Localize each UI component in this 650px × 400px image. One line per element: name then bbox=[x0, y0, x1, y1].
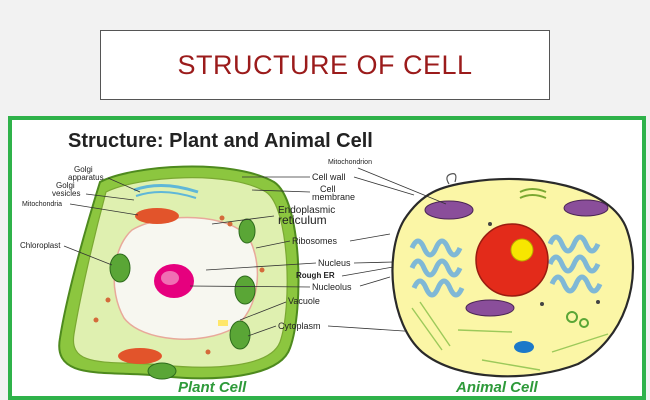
animal-mitochondrion-3 bbox=[465, 299, 515, 317]
animal-mitochondrion-2 bbox=[563, 199, 609, 217]
animal-centriole bbox=[566, 311, 578, 323]
plant-nucleolus bbox=[161, 271, 179, 285]
label-cell-membrane-2: membrane bbox=[312, 192, 355, 202]
label-cell-wall: Cell wall bbox=[312, 172, 346, 182]
animal-ribosome bbox=[596, 300, 600, 304]
plant-cell bbox=[58, 165, 300, 380]
animal-rough-er bbox=[409, 234, 603, 298]
plant-mitochondrion-2 bbox=[118, 348, 162, 364]
animal-mitochondrion-1 bbox=[424, 200, 474, 220]
animal-golgi bbox=[519, 188, 547, 199]
leader-er bbox=[211, 215, 275, 225]
label-er-2: reticulum bbox=[278, 213, 327, 227]
plant-chloroplast-4 bbox=[147, 362, 177, 380]
leader-vacuole bbox=[239, 301, 287, 321]
leader-ribosomes bbox=[255, 240, 291, 249]
plant-ribosome bbox=[227, 221, 233, 227]
label-golgi-apparatus-2: apparatus bbox=[68, 173, 104, 182]
cell-diagram-svg: Structure: Plant and Animal Cell bbox=[20, 130, 635, 396]
figure-heading: Structure: Plant and Animal Cell bbox=[68, 130, 373, 152]
leader-cell-membrane bbox=[251, 189, 311, 193]
animal-nucleus bbox=[475, 223, 549, 297]
label-er-1: Endoplasmic bbox=[278, 205, 335, 216]
title-box: STRUCTURE OF CELL bbox=[100, 30, 550, 100]
animal-vesicle-blue bbox=[514, 341, 534, 353]
leader-nucleus bbox=[205, 262, 317, 271]
animal-ribosome bbox=[488, 222, 492, 226]
plant-ribosome bbox=[259, 267, 265, 273]
leader-chloroplast bbox=[63, 245, 113, 266]
label-nucleolus: Nucleolus bbox=[312, 282, 352, 292]
label-golgi-apparatus-1: Golgi bbox=[74, 165, 93, 174]
leader-cytoplasm bbox=[247, 325, 277, 337]
plant-left-labels: Golgi apparatus Golgi vesicles Mitochond… bbox=[20, 165, 141, 266]
animal-cytoskeleton bbox=[411, 301, 609, 371]
label-cytoplasm: Cytoplasm bbox=[278, 321, 321, 331]
label-mitochondria: Mitochondria bbox=[22, 201, 62, 208]
plant-vesicle bbox=[218, 320, 228, 326]
leader-nucleolus bbox=[189, 285, 311, 288]
label-chloroplast: Chloroplast bbox=[20, 241, 61, 250]
leader-nucleus-animal bbox=[353, 261, 395, 264]
plant-cell-caption: Plant Cell bbox=[178, 379, 247, 396]
leader-mitochondrion bbox=[357, 167, 447, 205]
label-golgi-vesicles-2: vesicles bbox=[52, 189, 80, 198]
animal-cell bbox=[391, 173, 635, 378]
animal-nucleolus bbox=[510, 238, 534, 262]
label-mitochondrion: Mitochondrion bbox=[328, 159, 372, 166]
animal-ribosome bbox=[540, 302, 544, 306]
page-title: STRUCTURE OF CELL bbox=[177, 49, 473, 80]
plant-ribosome bbox=[205, 349, 211, 355]
plant-ribosome bbox=[93, 317, 99, 323]
plant-chloroplast-5 bbox=[238, 218, 256, 244]
plant-chloroplast-2 bbox=[234, 275, 256, 305]
label-cell-membrane-1: Cell bbox=[320, 184, 336, 194]
animal-cell-pore bbox=[446, 173, 457, 185]
leader-golgi-vesicles bbox=[85, 193, 135, 201]
leader-mitochondria bbox=[69, 203, 139, 216]
plant-chloroplast-1 bbox=[109, 253, 131, 283]
cell-diagram-figure: Structure: Plant and Animal Cell bbox=[8, 116, 646, 400]
plant-ribosome bbox=[105, 297, 111, 303]
animal-centriole bbox=[579, 318, 589, 328]
leader-nucleolus-animal bbox=[359, 276, 391, 287]
plant-chloroplast-3 bbox=[229, 320, 251, 350]
label-ribosomes: Ribosomes bbox=[292, 236, 338, 246]
plant-ribosome bbox=[219, 215, 225, 221]
leader-ribosomes-animal bbox=[349, 233, 391, 242]
animal-cell-caption: Animal Cell bbox=[455, 379, 539, 396]
plant-golgi-apparatus bbox=[133, 183, 199, 194]
center-labels: Cell wall Cell membrane Endoplasmic reti… bbox=[189, 172, 491, 337]
label-nucleus: Nucleus bbox=[318, 258, 351, 268]
leader-cell-wall-animal bbox=[353, 176, 415, 196]
label-vacuole: Vacuole bbox=[288, 296, 320, 306]
label-golgi-vesicles-1: Golgi bbox=[56, 181, 75, 190]
plant-mitochondrion-1 bbox=[135, 208, 179, 224]
label-rough-er: Rough ER bbox=[296, 271, 335, 280]
leader-golgi-apparatus bbox=[107, 177, 141, 193]
plant-golgi-stack bbox=[135, 191, 197, 199]
